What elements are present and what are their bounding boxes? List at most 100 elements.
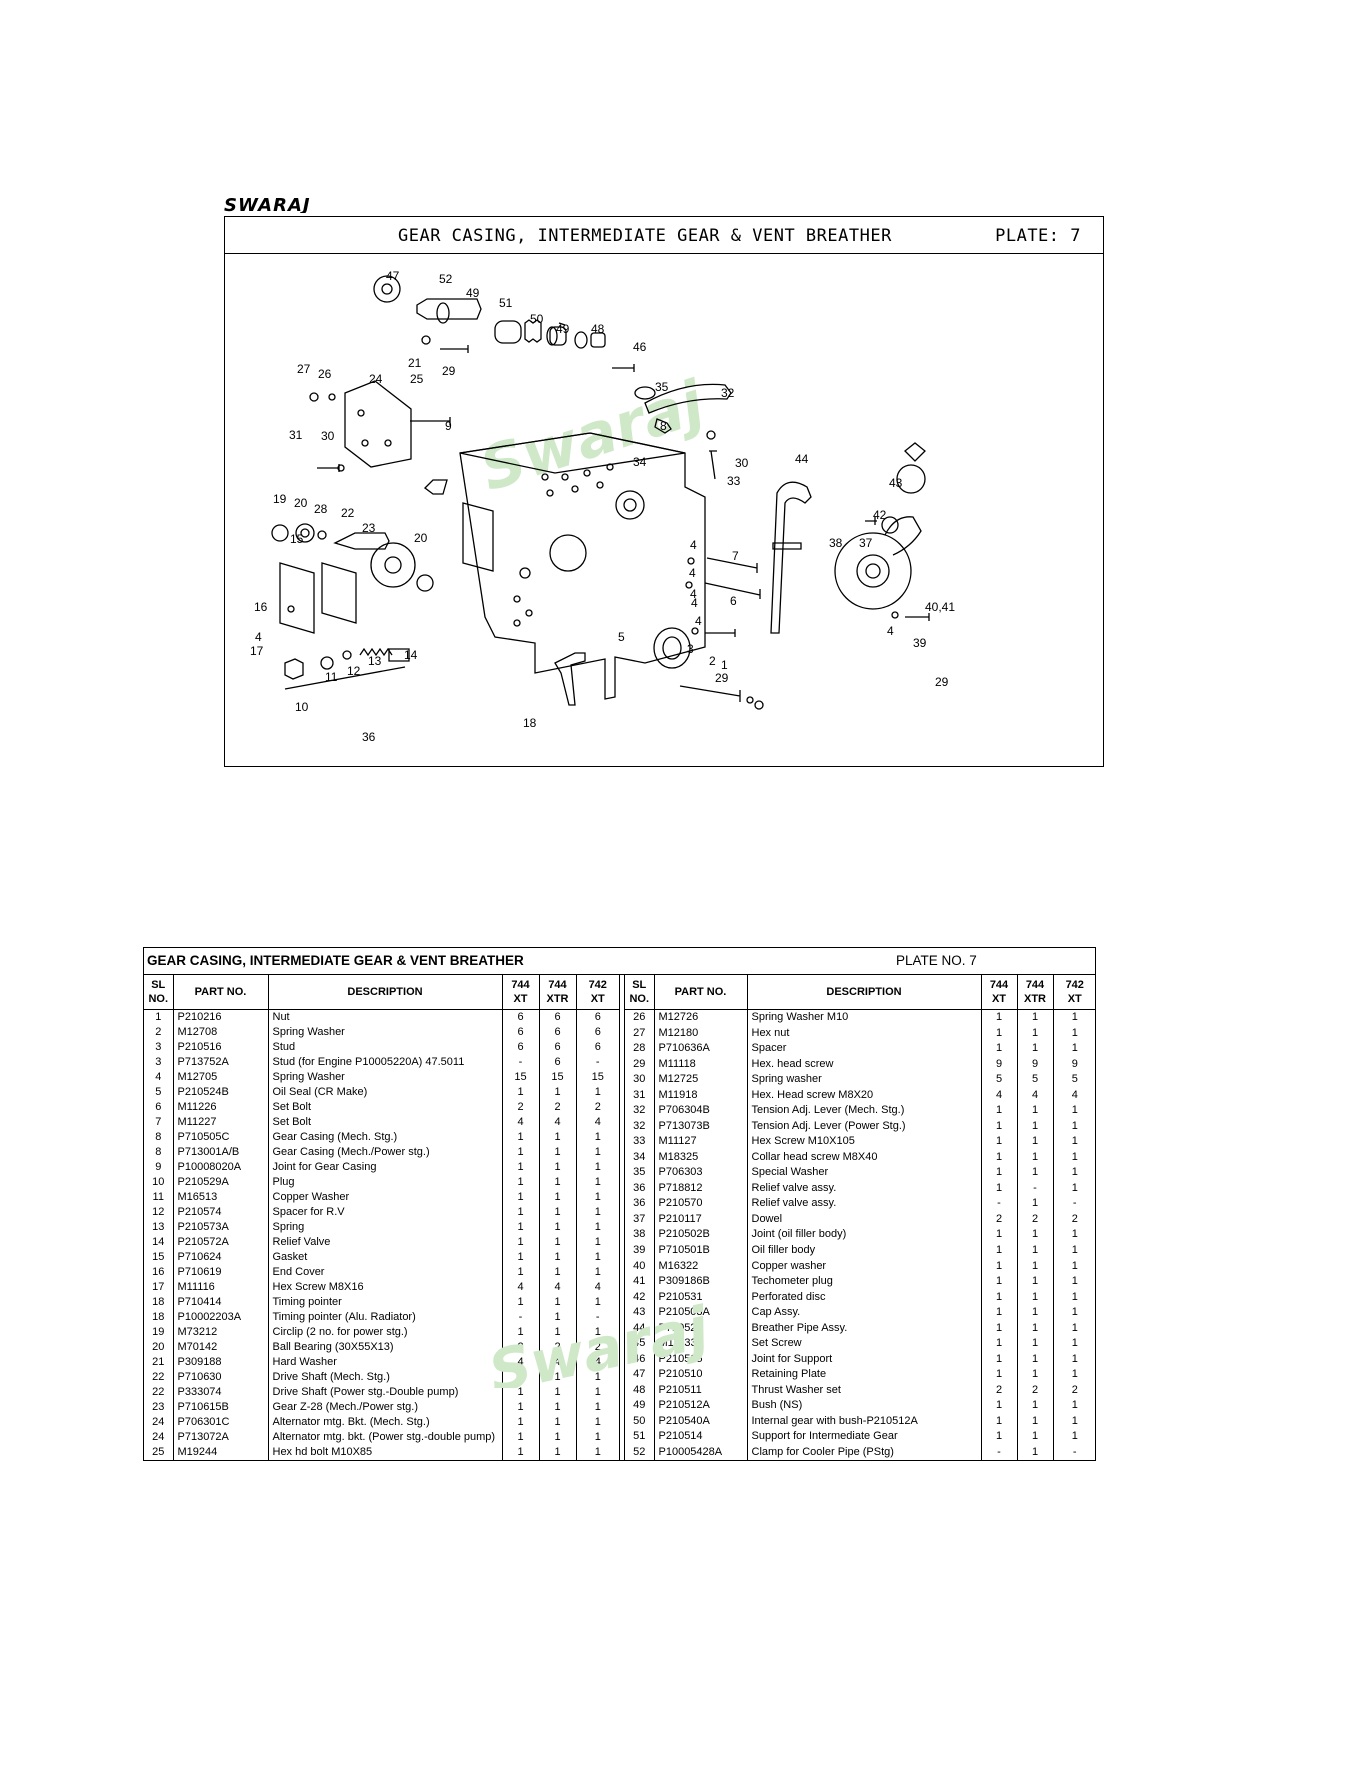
qty-742xt: 1 bbox=[594, 1161, 601, 1173]
callout-27: 27 bbox=[297, 362, 311, 376]
qty-744xt: 1 bbox=[981, 1335, 1018, 1352]
description: Hex Screw M8X16 bbox=[268, 1280, 503, 1295]
qty-744xtr: 6 bbox=[539, 1055, 577, 1070]
callout-40-41: 40,41 bbox=[925, 600, 955, 614]
part-no: M18325 bbox=[654, 1149, 748, 1166]
description: Clamp for Cooler Pipe (PStg) bbox=[747, 1444, 982, 1460]
sl-no: 46 bbox=[625, 1351, 655, 1367]
parts-list-title: GEAR CASING, INTERMEDIATE GEAR & VENT BR… bbox=[147, 953, 524, 968]
qty-744xt: 1 bbox=[981, 1258, 1018, 1274]
callout-36: 36 bbox=[362, 730, 376, 744]
sl-no: 51 bbox=[625, 1428, 655, 1445]
sl-no: 10 bbox=[144, 1175, 174, 1190]
part-no: P710636A bbox=[654, 1041, 748, 1057]
qty-744xt: 4 bbox=[502, 1280, 540, 1295]
callout-2: 2 bbox=[709, 654, 716, 668]
callout-42: 42 bbox=[873, 508, 887, 522]
sl-no: 18 bbox=[144, 1310, 174, 1325]
qty-742xt: 4 bbox=[1071, 1088, 1078, 1101]
qty-744xtr: 1 bbox=[1017, 1273, 1054, 1290]
qty-744xtr: 1 bbox=[1017, 1366, 1054, 1383]
qty-744xtr: 1 bbox=[539, 1415, 577, 1430]
qty-744xt: 15 bbox=[502, 1070, 540, 1085]
sl-no: 50 bbox=[625, 1413, 655, 1429]
callout-29c: 29 bbox=[935, 675, 949, 689]
sl-no: 41 bbox=[625, 1273, 655, 1290]
qty-744xtr: 4 bbox=[539, 1355, 577, 1370]
callout-20b: 20 bbox=[414, 531, 428, 545]
description: End Cover bbox=[268, 1265, 503, 1280]
description: Perforated disc bbox=[747, 1289, 982, 1305]
sl-no: 36 bbox=[625, 1180, 655, 1197]
description: Spring Washer bbox=[268, 1025, 503, 1040]
qty-742xt: 1 bbox=[594, 1191, 601, 1203]
plate-title: GEAR CASING, INTERMEDIATE GEAR & VENT BR… bbox=[398, 226, 892, 246]
qty-744xt: 1 bbox=[981, 1320, 1018, 1336]
qty-742xt: - bbox=[1072, 1445, 1077, 1458]
sl-no: 48 bbox=[625, 1382, 655, 1398]
sl-no: 25 bbox=[144, 1445, 174, 1460]
qty-744xt: 1 bbox=[502, 1145, 540, 1160]
qty-742xt: 1 bbox=[1071, 1244, 1078, 1256]
part-no: P210117 bbox=[654, 1211, 748, 1228]
diagram-plate: GEAR CASING, INTERMEDIATE GEAR & VENT BR… bbox=[224, 216, 1104, 767]
qty-744xt: 1 bbox=[502, 1160, 540, 1175]
qty-742xt: 1 bbox=[1071, 1228, 1078, 1241]
sl-no: 8 bbox=[144, 1130, 174, 1145]
qty-742xt: 1 bbox=[594, 1446, 601, 1458]
qty-744xt: 1 bbox=[981, 1413, 1018, 1429]
part-no: P10002203A bbox=[173, 1310, 269, 1325]
qty-744xtr: 1 bbox=[1017, 1227, 1054, 1243]
description: Gear Casing (Mech. Stg.) bbox=[268, 1130, 503, 1145]
qty-744xtr: 9 bbox=[1017, 1056, 1054, 1073]
col-description: DESCRIPTION bbox=[268, 975, 503, 1010]
qty-742xt: 1 bbox=[594, 1371, 601, 1383]
plate-number: PLATE: 7 bbox=[995, 226, 1081, 246]
qty-744xt: 1 bbox=[981, 1242, 1018, 1259]
qty-744xt: 6 bbox=[502, 1040, 540, 1055]
callout-48: 49 bbox=[466, 286, 480, 300]
parts-list: Swaraj GEAR CASING, INTERMEDIATE GEAR & … bbox=[143, 947, 1096, 1461]
sl-no: 12 bbox=[144, 1205, 174, 1220]
part-no: P10005428A bbox=[654, 1444, 748, 1460]
qty-744xtr: 1 bbox=[1017, 1103, 1054, 1119]
sl-no: 47 bbox=[625, 1366, 655, 1383]
description: Hex. head screw bbox=[747, 1056, 982, 1073]
callout-22: 22 bbox=[341, 506, 355, 520]
qty-744xt: 1 bbox=[502, 1175, 540, 1190]
description: Joint for Support bbox=[747, 1351, 982, 1367]
qty-744xtr: 1 bbox=[539, 1370, 577, 1385]
logo-text: SWARAJ bbox=[224, 195, 311, 213]
qty-744xt: 6 bbox=[502, 1009, 540, 1025]
qty-744xtr: 1 bbox=[1017, 1118, 1054, 1135]
qty-742xt: 1 bbox=[1071, 1430, 1078, 1443]
qty-744xtr: 15 bbox=[539, 1070, 577, 1085]
callout-4: 4 bbox=[255, 630, 262, 644]
qty-744xt: - bbox=[502, 1310, 540, 1325]
callout-51: 52 bbox=[439, 272, 453, 286]
qty-744xtr: 1 bbox=[1017, 1196, 1054, 1212]
callout-28: 28 bbox=[314, 502, 328, 516]
callout-17: 17 bbox=[250, 644, 264, 658]
qty-744xtr: 1 bbox=[1017, 1444, 1054, 1460]
qty-742xt: 5 bbox=[1071, 1073, 1078, 1086]
part-no: P210512A bbox=[654, 1397, 748, 1414]
description: Hex hd bolt M10X85 bbox=[268, 1445, 503, 1460]
qty-742xt: 1 bbox=[594, 1296, 601, 1308]
sl-no: 11 bbox=[144, 1190, 174, 1205]
